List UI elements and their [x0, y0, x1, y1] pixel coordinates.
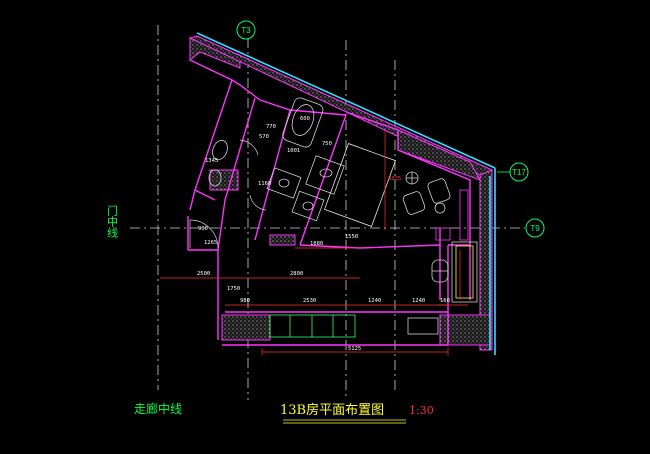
dimension-texts: 2500 2800 980 2530 1240 1240 5125 1880 1…	[197, 116, 450, 352]
corridor-center-line-label: 走廊中线	[134, 401, 182, 416]
furniture	[208, 97, 478, 338]
door-swings	[189, 139, 267, 249]
facade-lines	[196, 32, 496, 355]
dim-980: 980	[240, 298, 250, 304]
dim-570: 570	[259, 134, 269, 140]
dim-1240-a: 1240	[368, 298, 381, 304]
drawing-scale: 1:30	[409, 404, 434, 417]
svg-text:T3: T3	[241, 26, 251, 35]
dim-900: 900	[198, 226, 208, 232]
drawing-title: 13B房平面布置图 1:30	[280, 402, 434, 424]
dim-1160: 1160	[258, 181, 271, 187]
axis-bubble-t3: T3	[236, 20, 256, 40]
svg-text:T17: T17	[512, 168, 526, 177]
dim-600: 600	[300, 116, 310, 122]
dim-1001: 1001	[287, 148, 300, 154]
dim-2800: 2800	[290, 271, 303, 277]
exterior-walls	[188, 35, 493, 351]
dim-750: 750	[322, 141, 332, 147]
dim-1265: 1265	[204, 240, 217, 246]
dim-1880: 1880	[310, 241, 323, 247]
interior-walls	[187, 59, 471, 346]
dim-1240-b: 1240	[412, 298, 425, 304]
dim-770: 770	[266, 124, 276, 130]
dimension-lines	[160, 130, 468, 356]
dim-1550: 1550	[345, 234, 358, 240]
drawing-title-text: 13B房平面布置图	[280, 402, 384, 418]
dim-5125: 5125	[348, 346, 361, 352]
svg-text:T9: T9	[530, 224, 540, 233]
dim-1345: 1345	[205, 158, 218, 164]
axis-bubble-t17: T17	[497, 162, 529, 182]
dim-2500: 2500	[197, 271, 210, 277]
dim-160: 160	[440, 298, 450, 304]
dim-3325: 3325	[388, 176, 401, 182]
dim-1750: 1750	[227, 286, 240, 292]
dim-2530: 2530	[303, 298, 316, 304]
axis-bubble-t9: T9	[525, 218, 545, 238]
door-center-line-label: 门中线	[106, 204, 119, 238]
